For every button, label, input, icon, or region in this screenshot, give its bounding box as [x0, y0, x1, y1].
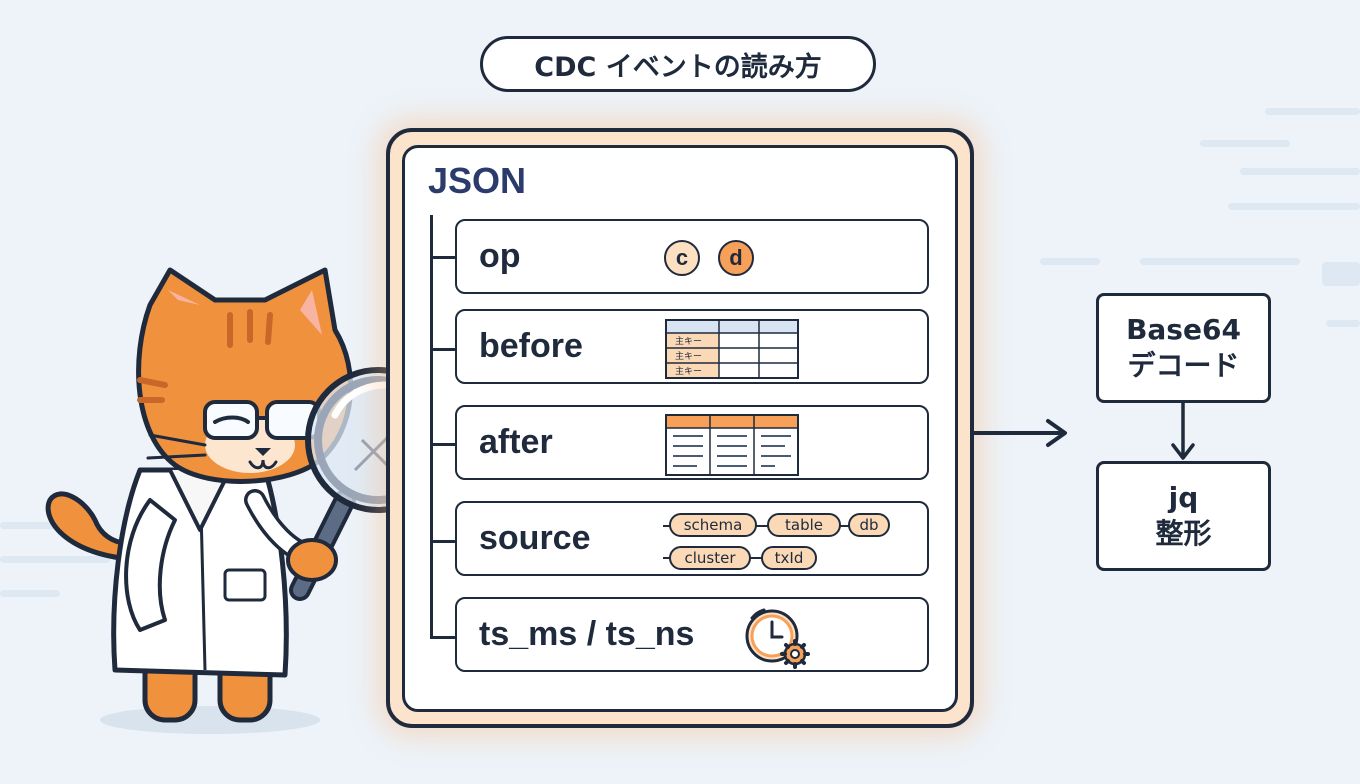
field-row-source: source schema table db cluster txId: [455, 501, 929, 576]
field-key-after: after: [479, 423, 553, 461]
cat-detective-illustration: [45, 267, 451, 734]
background-dash: [1140, 258, 1300, 265]
field-row-timestamp: ts_ms / ts_ns: [455, 597, 929, 672]
json-panel-label: JSON: [428, 160, 527, 201]
background-dash: [1040, 258, 1100, 265]
clock-gear-icon: [745, 608, 810, 669]
background-dash: [1326, 320, 1360, 327]
source-tag-cluster: cluster: [669, 546, 751, 570]
field-row-op: op c d: [455, 219, 929, 294]
tree-branch: [430, 256, 455, 259]
source-tag-txid: txId: [761, 546, 817, 570]
field-row-before: before 主キー 主キー 主キー: [455, 309, 929, 384]
tree-branch: [430, 443, 455, 446]
base64-decode-box: Base64 デコード: [1096, 293, 1271, 403]
jq-label: jq: [1168, 481, 1199, 514]
field-key-source: source: [479, 519, 591, 557]
tree-trunk: [430, 215, 433, 637]
field-row-after: after: [455, 405, 929, 480]
before-table-icon: 主キー 主キー 主キー: [665, 319, 799, 379]
source-tag-db: db: [848, 513, 890, 537]
diagram-title: CDC イベントの読み方: [480, 36, 876, 92]
field-key-timestamp: ts_ms / ts_ns: [479, 615, 695, 653]
source-tag-schema: schema: [669, 513, 757, 537]
background-dash: [0, 556, 110, 563]
base64-label: Base64: [1126, 313, 1241, 346]
background-dash: [1228, 203, 1360, 210]
tree-branch: [430, 348, 455, 351]
source-tag-table: table: [767, 513, 841, 537]
op-badge-delete: d: [718, 240, 754, 276]
decode-label: デコード: [1127, 349, 1240, 382]
tree-branch: [430, 540, 455, 543]
background-dash: [1200, 140, 1290, 147]
background-dash: [0, 522, 70, 529]
arrow-down-icon: [1171, 401, 1195, 460]
primary-key-tag: 主キー: [675, 335, 702, 347]
primary-key-tag: 主キー: [675, 365, 702, 377]
field-key-op: op: [479, 237, 521, 275]
background-dash: [1265, 108, 1360, 115]
background-dash: [1322, 262, 1360, 286]
background-dash: [1240, 168, 1360, 175]
after-table-icon: [665, 414, 799, 476]
background-dash: [0, 590, 60, 597]
arrow-right-icon: [972, 419, 1067, 447]
field-key-before: before: [479, 327, 583, 365]
format-label: 整形: [1155, 517, 1212, 550]
tree-branch: [430, 636, 455, 639]
primary-key-tag: 主キー: [675, 350, 702, 362]
op-badge-create: c: [664, 240, 700, 276]
jq-format-box: jq 整形: [1096, 461, 1271, 571]
